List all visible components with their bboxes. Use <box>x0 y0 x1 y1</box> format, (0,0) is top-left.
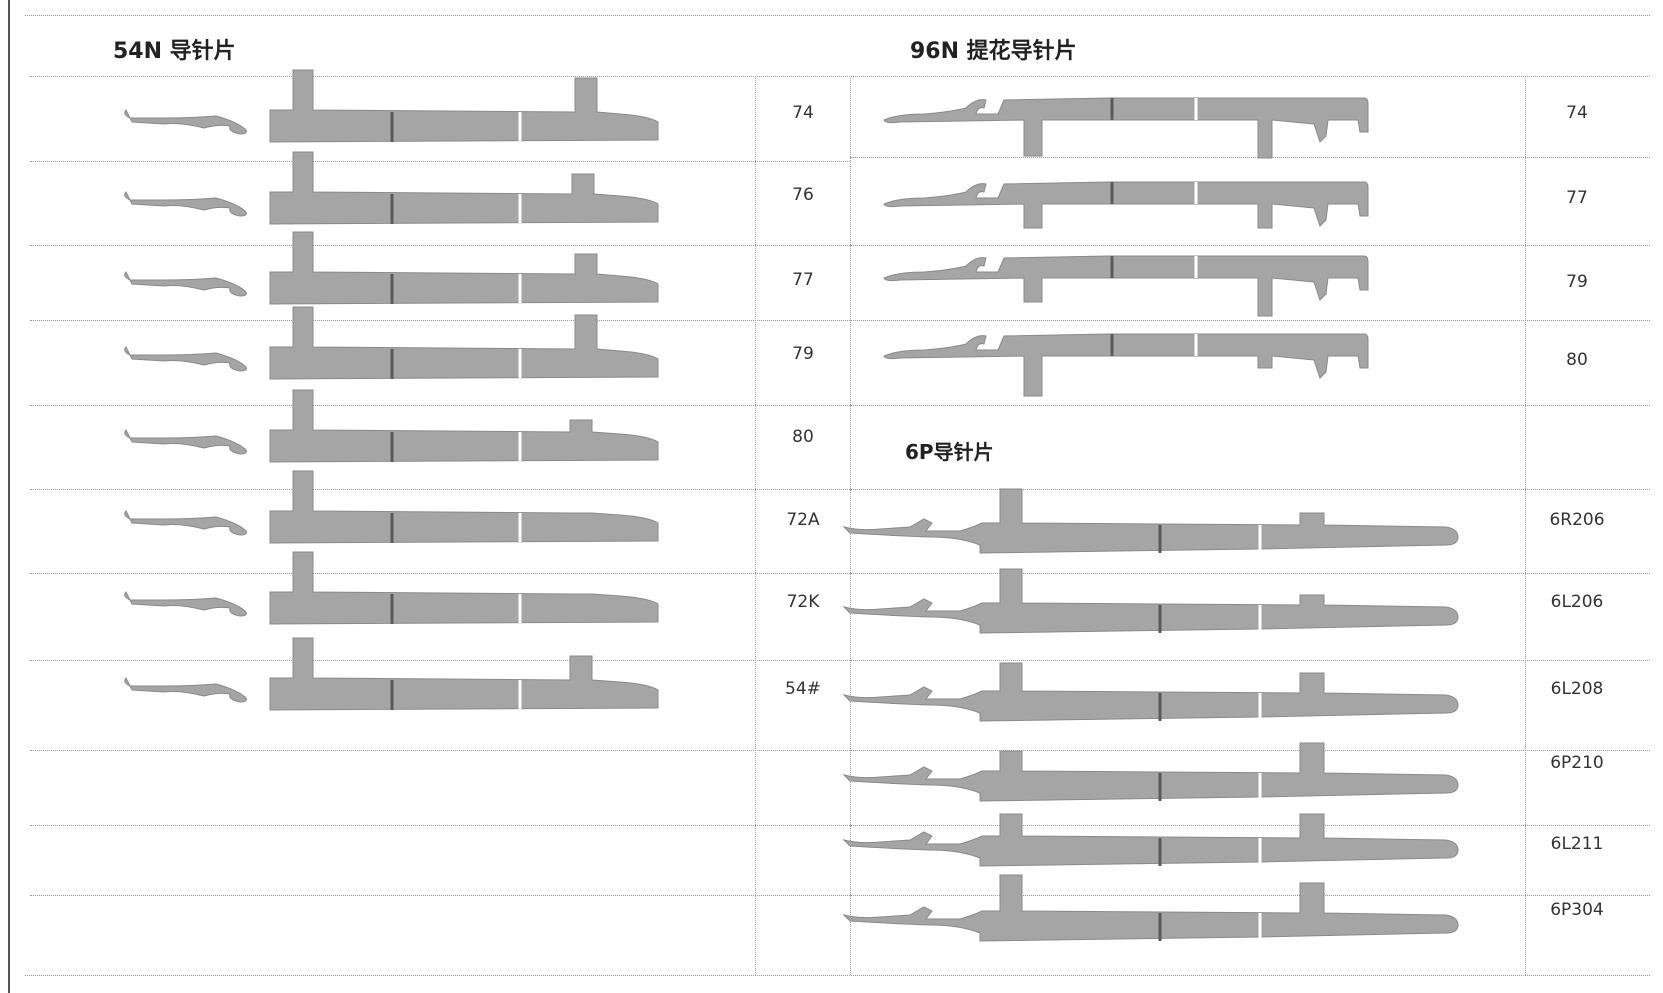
row-divider <box>850 750 1650 751</box>
row-divider <box>30 750 850 751</box>
part-code-6p: 6R206 <box>1549 510 1605 530</box>
guide-piece-6p <box>842 662 1459 722</box>
guide-piece-96n <box>883 255 1369 317</box>
row-divider <box>850 895 1650 896</box>
row-divider <box>850 660 1650 661</box>
part-code-6p: 6L206 <box>1550 592 1604 612</box>
row-divider <box>30 76 1650 77</box>
row-divider <box>850 489 1650 490</box>
guide-piece-54n <box>124 306 659 380</box>
guide-piece-96n <box>883 333 1369 397</box>
part-code-6p: 6P304 <box>1550 900 1604 920</box>
row-divider <box>30 489 850 490</box>
guide-piece-54n <box>124 389 659 463</box>
guide-piece-54n <box>124 551 659 625</box>
part-code-54n: 72A <box>786 510 820 530</box>
part-code-96n: 80 <box>1566 350 1588 370</box>
row-divider <box>850 245 1650 246</box>
section-title-96n: 96N 提花导针片 <box>910 39 1077 64</box>
guide-piece-6p <box>842 488 1459 554</box>
row-divider <box>850 825 1650 826</box>
part-code-6p: 6L208 <box>1550 679 1604 699</box>
guide-piece-96n <box>883 97 1369 159</box>
part-code-54n: 74 <box>792 103 814 123</box>
guide-piece-6p <box>842 742 1459 802</box>
part-code-6p: 6P210 <box>1550 753 1604 773</box>
part-code-54n: 77 <box>792 270 814 290</box>
sheet-border <box>8 0 10 993</box>
column-divider <box>850 78 851 975</box>
part-code-54n: 54# <box>785 679 821 699</box>
row-divider <box>30 825 850 826</box>
guide-piece-6p <box>842 568 1459 634</box>
row-divider <box>25 15 1650 16</box>
part-code-96n: 77 <box>1566 188 1588 208</box>
section-title-54n: 54N 导针片 <box>113 39 236 64</box>
row-divider <box>25 975 1650 976</box>
row-divider <box>30 161 850 162</box>
row-divider <box>850 405 1650 406</box>
part-code-54n: 72K <box>786 592 820 612</box>
part-code-96n: 79 <box>1566 272 1588 292</box>
part-code-54n: 76 <box>792 185 814 205</box>
part-code-54n: 79 <box>792 344 814 364</box>
row-divider <box>30 573 850 574</box>
row-divider <box>850 573 1650 574</box>
row-divider <box>850 320 1650 321</box>
part-code-54n: 80 <box>792 427 814 447</box>
column-divider <box>1525 78 1526 975</box>
row-divider <box>30 660 850 661</box>
guide-piece-54n <box>124 151 659 225</box>
guide-piece-54n <box>124 231 659 305</box>
section-title-6p: 6P导针片 <box>905 440 994 464</box>
guide-piece-54n <box>124 637 659 711</box>
row-divider <box>30 245 850 246</box>
row-divider <box>30 895 850 896</box>
part-code-6p: 6L211 <box>1550 834 1604 854</box>
part-code-96n: 74 <box>1566 103 1588 123</box>
row-divider <box>30 320 850 321</box>
guide-piece-54n <box>124 69 659 143</box>
guide-piece-96n <box>883 181 1369 229</box>
guide-piece-54n <box>124 470 659 544</box>
guide-piece-6p <box>842 874 1459 942</box>
row-divider <box>30 405 850 406</box>
guide-piece-6p <box>842 813 1459 867</box>
row-divider <box>850 157 1650 158</box>
column-divider <box>755 78 756 975</box>
